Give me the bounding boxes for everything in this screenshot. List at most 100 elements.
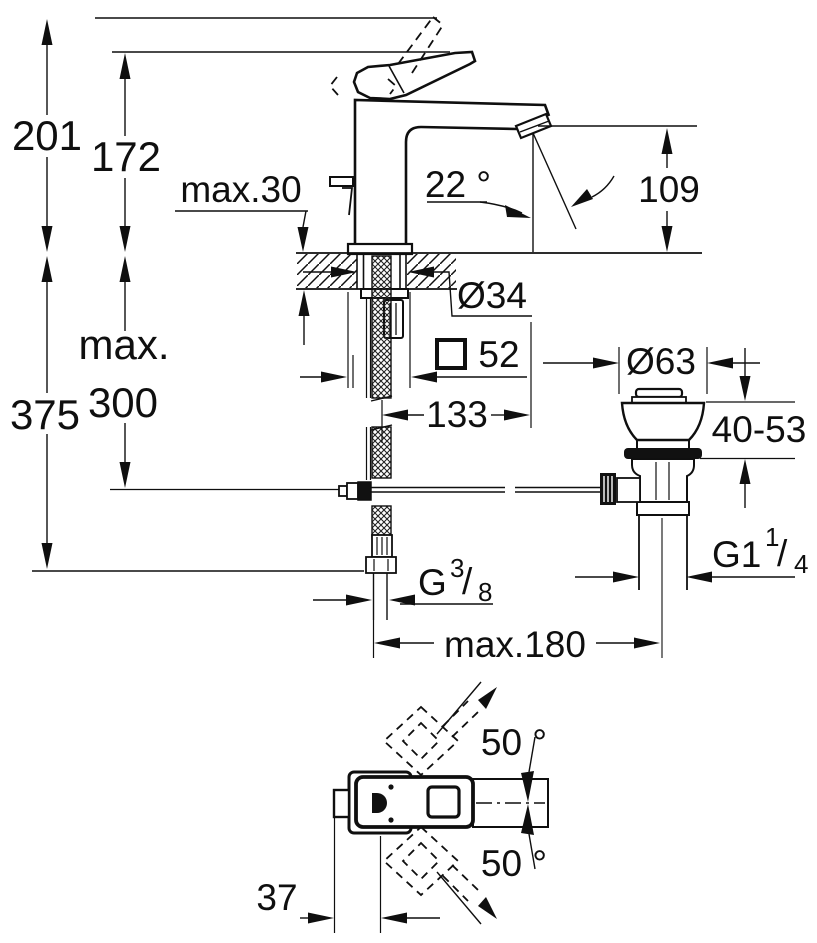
drain-gasket	[624, 448, 702, 459]
arrowhead	[521, 804, 534, 835]
faucet-top-view	[300, 681, 549, 933]
dim-outlet-height-label: 109	[638, 169, 700, 210]
arrowhead	[119, 462, 131, 488]
arrowhead	[381, 912, 407, 924]
supply-thread-sup: 3	[450, 553, 464, 583]
drain-nut	[636, 501, 690, 516]
drain-plug-cap	[634, 387, 684, 399]
drain-flange	[620, 401, 706, 442]
arrowhead	[593, 357, 619, 369]
under-deck-assembly	[338, 253, 601, 620]
dim-spout-angle-label: 22 °	[425, 164, 491, 205]
arrowhead	[521, 771, 534, 802]
arrowhead	[119, 256, 131, 282]
drain-thread-slash: /	[777, 533, 788, 574]
arrowhead	[411, 371, 437, 383]
dim-spout-reach-label: 133	[426, 394, 488, 435]
dimensions-drain	[543, 347, 795, 583]
rod-clamp	[357, 481, 372, 501]
arrowhead	[297, 227, 309, 252]
arrowhead	[298, 290, 310, 316]
connection-nut	[365, 556, 397, 574]
pull-rod-knob	[329, 176, 354, 187]
dim-rod-depth-max-label: max.	[78, 321, 169, 368]
arrowhead	[41, 543, 53, 569]
dim-deck-range-label: 40-53	[712, 409, 807, 450]
arrowhead	[308, 912, 334, 924]
arrowhead	[41, 19, 53, 45]
supply-hose	[371, 505, 392, 538]
stream-angle-line	[532, 132, 577, 230]
arrowhead	[382, 409, 408, 421]
lever-handle	[352, 50, 477, 101]
arrowhead	[739, 459, 751, 484]
arrowhead	[389, 594, 415, 606]
hose-break-mark	[370, 395, 393, 402]
dim-spout-offset-label: 37	[256, 877, 297, 918]
arrowhead	[504, 409, 530, 421]
arrowhead	[374, 637, 400, 649]
handle-swivel-dashed	[382, 700, 479, 902]
dim-swivel-lower-label: 50 °	[481, 843, 547, 884]
arrowhead	[634, 637, 660, 649]
supply-hose	[371, 255, 392, 399]
dim-swivel-upper-label: 50 °	[481, 722, 547, 763]
lever-extension-top	[472, 778, 549, 828]
dim-drain-offset-label: max.180	[444, 624, 586, 665]
drain-thread-base: G1	[712, 534, 761, 575]
dim-body-width-label: 52	[478, 334, 519, 375]
dim-total-height-label: 201	[12, 112, 82, 159]
faucet-inner-outline	[404, 125, 518, 243]
dim-flange-diameter-label: Ø63	[626, 341, 696, 382]
drain-thread-sup: 1	[765, 522, 779, 552]
arrowhead	[331, 266, 357, 278]
dim-rod-depth-value-label: 300	[88, 379, 158, 426]
drain-assembly	[600, 387, 706, 658]
aerator-slot	[519, 120, 550, 133]
labels: 201 172 max.30 22 ° 109 Ø34 52 133 375 m…	[10, 112, 809, 918]
arrowhead	[41, 256, 53, 282]
faucet-side-view	[328, 16, 577, 256]
spout-tab-top	[332, 788, 351, 819]
arrowhead	[478, 897, 497, 919]
arrowhead	[119, 53, 131, 79]
actuator-hub	[616, 477, 641, 503]
supply-thread-base: G	[418, 562, 447, 603]
base-plate	[346, 242, 414, 256]
arrowhead	[321, 371, 347, 383]
hole-dia-leader	[434, 271, 532, 317]
drain-thread-sub: 4	[794, 549, 808, 579]
dim-handle-height-label: 172	[91, 133, 161, 180]
pull-rod-taper	[342, 187, 354, 216]
dim-below-deck-label: 375	[10, 391, 80, 438]
faucet-outline	[353, 98, 551, 245]
drain-body	[631, 458, 695, 503]
arrowhead	[41, 226, 53, 252]
arrowhead	[686, 571, 712, 583]
arrowhead	[707, 357, 733, 369]
arrowhead	[346, 594, 372, 606]
arrowhead	[661, 226, 673, 252]
detail-dot	[388, 784, 394, 790]
arrowhead	[613, 571, 639, 583]
supply-thread-sub: 8	[478, 577, 492, 607]
dimensions-middle	[300, 125, 697, 658]
arrowhead	[478, 687, 497, 709]
dim-hole-diameter-label: Ø34	[457, 275, 527, 316]
handle-detail-line	[388, 65, 405, 94]
rod-coupler	[346, 482, 359, 500]
arrowhead	[505, 205, 531, 218]
arrowhead	[739, 376, 751, 401]
outlet-mark	[372, 793, 387, 813]
rod-end-cap	[338, 485, 348, 497]
dim-deck-thickness-label: max.30	[180, 169, 301, 210]
arrowhead	[119, 226, 131, 252]
cube-detail	[426, 785, 461, 819]
detail-dot	[388, 817, 394, 823]
arrowhead	[661, 128, 673, 154]
supply-thread-slash: /	[462, 561, 473, 602]
arrowhead	[408, 266, 434, 278]
arrowhead	[571, 189, 593, 207]
